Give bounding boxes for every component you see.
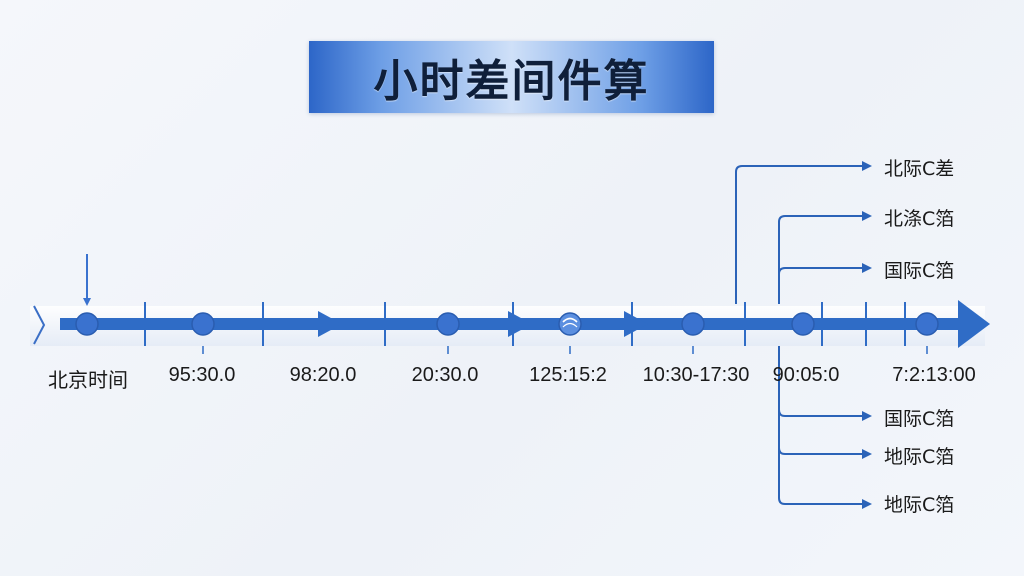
pointer-arrow-icon <box>83 298 91 306</box>
timeline-node <box>436 312 460 336</box>
branch-connector-lower-3 <box>778 346 872 509</box>
time-label: 90:05:0 <box>772 364 840 386</box>
timeline-node <box>915 312 939 336</box>
timeline-node <box>191 312 215 336</box>
title-banner: 小时差间件算 <box>309 41 714 113</box>
globe-node-detail <box>562 317 578 323</box>
left-chevron-icon <box>33 305 46 345</box>
branch-label-lower-1: 国际C箔 <box>884 408 955 430</box>
time-label: 10:30-17:30 <box>642 364 750 386</box>
time-label: 20:30.0 <box>411 364 479 386</box>
branch-label-upper-1: 北际C差 <box>884 158 955 180</box>
branch-connector-lower-2 <box>778 447 872 459</box>
branch-label-upper-3: 国际C箔 <box>884 260 955 282</box>
time-label: 北京时间 <box>48 370 128 392</box>
time-label: 98:20.0 <box>289 364 357 386</box>
time-label: 7:2:13:00 <box>892 364 976 386</box>
branch-connector-upper-1 <box>735 161 872 304</box>
branch-connector-lower-1 <box>778 409 872 421</box>
segment-arrowhead <box>318 311 342 337</box>
diagram-title: 小时差间件算 <box>373 56 650 107</box>
timeline-node <box>681 312 705 336</box>
branch-label-lower-3: 地际C箔 <box>884 494 955 516</box>
branch-label-lower-2: 地际C箔 <box>884 446 955 468</box>
branch-connector-upper-3 <box>778 263 872 275</box>
branch-connector-upper-2 <box>778 211 872 304</box>
timeline-arrowhead <box>958 300 990 348</box>
time-label: 95:30.0 <box>168 364 236 386</box>
branch-label-upper-2: 北涤C箔 <box>884 208 955 230</box>
timeline-node <box>791 312 815 336</box>
globe-node-detail <box>562 322 578 328</box>
timeline-node <box>75 312 99 336</box>
segment-arrowhead <box>624 311 648 337</box>
time-label: 125:15:2 <box>529 364 607 386</box>
